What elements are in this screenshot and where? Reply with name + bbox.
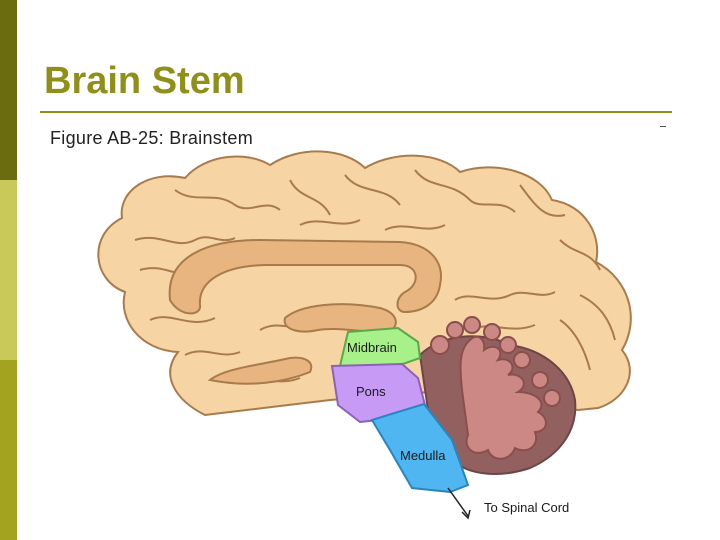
slide-title: Brain Stem bbox=[44, 60, 245, 102]
decorative-sidebar-bottom bbox=[0, 360, 17, 540]
label-spinal-cord: To Spinal Cord bbox=[484, 500, 569, 515]
label-midbrain: Midbrain bbox=[347, 340, 397, 355]
title-underline bbox=[40, 111, 672, 113]
figure-caption: Figure AB-25: Brainstem bbox=[50, 128, 253, 148]
arbor-vitae bbox=[430, 316, 561, 460]
hypothalamus-region bbox=[207, 356, 313, 385]
medulla-region bbox=[370, 402, 470, 494]
decorative-sidebar-middle bbox=[0, 180, 17, 360]
decorative-sidebar-top bbox=[0, 0, 17, 180]
arrow-head-icon bbox=[461, 509, 471, 520]
label-medulla: Medulla bbox=[400, 448, 446, 463]
spinal-cord-arrow bbox=[447, 487, 469, 517]
label-pons: Pons bbox=[356, 384, 386, 399]
decorative-dash bbox=[660, 126, 666, 127]
corpus-callosum bbox=[168, 238, 442, 315]
brain-sulci bbox=[134, 169, 616, 383]
